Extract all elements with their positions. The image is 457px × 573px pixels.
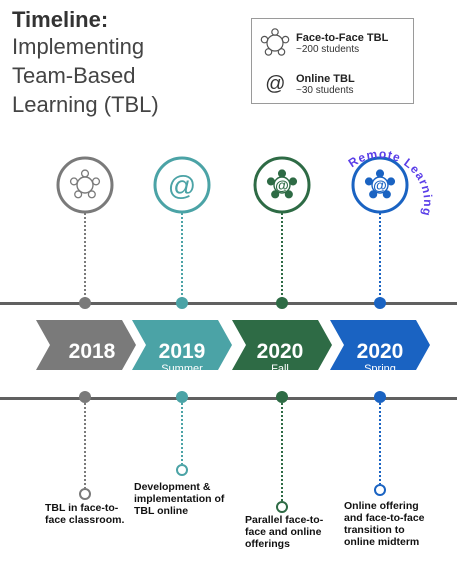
milestone-2-label: 2019 Summer bbox=[142, 341, 222, 376]
remote-learning-text: Remote Learning bbox=[346, 147, 434, 218]
milestone-4-end-dot bbox=[374, 484, 386, 496]
milestone-1-label: 2018 bbox=[52, 341, 132, 363]
legend-item-face-to-face: Face-to-Face TBL ~200 students bbox=[258, 26, 388, 60]
milestone-3-upper-dot bbox=[276, 297, 288, 309]
milestone-4-upper-dot bbox=[374, 297, 386, 309]
milestone-1-lower-dot bbox=[79, 391, 91, 403]
milestone-4-label: 2020 Spring bbox=[340, 341, 420, 376]
milestone-1-year: 2018 bbox=[68, 340, 116, 363]
legend-item-online: @ Online TBL ~30 students bbox=[258, 67, 355, 101]
svg-text:Remote Learning: Remote Learning bbox=[346, 147, 435, 218]
milestone-3-year: 2020 bbox=[256, 340, 304, 363]
milestone-1-chevron bbox=[36, 320, 136, 370]
milestone-1-description: TBL in face-to-face classroom. bbox=[45, 502, 125, 526]
team-circle-icon bbox=[258, 26, 292, 60]
milestone-2-upper-dot bbox=[176, 297, 188, 309]
milestone-3-end-dot bbox=[276, 501, 288, 513]
legend: Face-to-Face TBL ~200 students @ Online … bbox=[251, 18, 414, 104]
milestone-3-lower-dot bbox=[276, 391, 288, 403]
milestone-4-sub: Spring bbox=[364, 363, 396, 375]
at-symbol: @ bbox=[264, 72, 286, 95]
milestone-2-icon-ring bbox=[153, 156, 211, 214]
milestone-2-lower-dot bbox=[176, 391, 188, 403]
milestone-3-label: 2020 Fall bbox=[240, 341, 320, 376]
milestone-1-end-dot bbox=[79, 488, 91, 500]
legend-f2f-desc: ~200 students bbox=[296, 43, 360, 55]
at-icon: @ bbox=[168, 170, 196, 201]
title-line-2: Implementing bbox=[12, 34, 145, 59]
timeline-lower-line bbox=[0, 397, 457, 400]
team-at-icon: @ bbox=[364, 169, 396, 199]
milestone-1-icon-ring bbox=[56, 156, 114, 214]
team-at-icon: @ bbox=[266, 169, 298, 199]
milestone-4-chevron bbox=[330, 320, 430, 370]
title-block: Timeline: Implementing Team-Based Learni… bbox=[12, 8, 159, 119]
milestone-3-sub: Fall bbox=[271, 363, 289, 375]
svg-text:@: @ bbox=[275, 177, 289, 193]
legend-online-title: Online TBL bbox=[296, 72, 355, 85]
milestone-2-description: Development & implementation of TBL onli… bbox=[134, 481, 225, 517]
milestone-4-lower-dot bbox=[374, 391, 386, 403]
milestone-1-upper-dot bbox=[79, 297, 91, 309]
milestone-2-chevron bbox=[132, 320, 232, 370]
legend-f2f-title: Face-to-Face TBL bbox=[296, 31, 389, 44]
svg-text:@: @ bbox=[373, 177, 387, 193]
milestone-4-year: 2020 bbox=[356, 340, 404, 363]
milestone-2-end-dot bbox=[176, 464, 188, 476]
milestone-2-year: 2019 bbox=[158, 340, 206, 363]
milestone-4-description: Online offering and face-to-face transit… bbox=[344, 500, 425, 548]
milestone-3-description: Parallel face-to-face and online offerin… bbox=[245, 514, 324, 550]
title-line-3: Team-Based bbox=[12, 63, 136, 88]
milestone-3-chevron bbox=[232, 320, 332, 370]
at-icon: @ bbox=[258, 67, 292, 101]
title-line-4: Learning (TBL) bbox=[12, 92, 159, 117]
milestone-2-sub: Summer bbox=[161, 363, 203, 375]
title-heading: Timeline: bbox=[12, 7, 109, 32]
legend-online-desc: ~30 students bbox=[296, 84, 354, 96]
timeline-upper-line bbox=[0, 302, 457, 305]
team-circle-icon bbox=[69, 169, 101, 199]
